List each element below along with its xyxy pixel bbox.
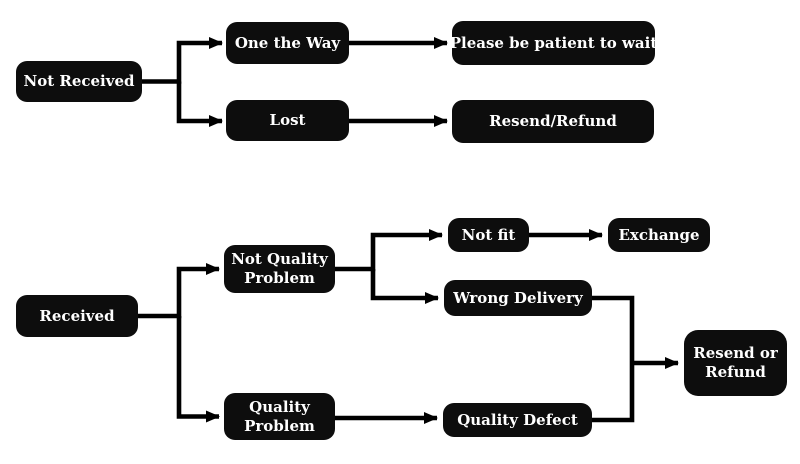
node-label: Please be patient to wait — [449, 33, 658, 52]
edge-quality-defect-to-merge — [592, 363, 635, 423]
node-label: Quality Problem — [244, 397, 315, 435]
node-label: Quality Defect — [457, 410, 578, 429]
node-not-fit: Not fit — [448, 218, 529, 252]
node-wrong-delivery: Wrong Delivery — [444, 280, 592, 316]
node-label: Exchange — [618, 225, 700, 244]
edge-not-received-to-one-the-way — [142, 37, 223, 84]
node-quality-problem: Quality Problem — [224, 393, 335, 440]
node-label: Not fit — [461, 225, 516, 244]
node-received: Received — [16, 295, 138, 337]
edge-not-quality-problem-to-wrong-delivery — [370, 269, 439, 304]
edge-not-received-to-lost — [176, 81, 223, 127]
node-not-quality-problem: Not Quality Problem — [224, 245, 335, 293]
node-label: Lost — [269, 111, 306, 130]
node-label: Not Quality Problem — [231, 250, 328, 287]
edge-wrong-delivery-to-merge — [592, 295, 635, 363]
edge-received-to-quality-problem — [176, 316, 220, 423]
node-resend-or-refund: Resend or Refund — [684, 330, 787, 396]
node-exchange: Exchange — [608, 218, 710, 252]
node-label: Wrong Delivery — [453, 288, 583, 307]
node-label: One the Way — [234, 33, 341, 52]
node-resend-refund: Resend/Refund — [452, 100, 654, 143]
edge-received-to-not-quality-problem — [138, 263, 220, 319]
node-label: Received — [39, 306, 115, 325]
edge-not-quality-problem-to-not-fit — [335, 229, 443, 272]
node-label: Not Received — [23, 72, 135, 91]
node-quality-defect: Quality Defect — [443, 403, 592, 437]
node-not-received: Not Received — [16, 61, 142, 102]
node-one-the-way: One the Way — [226, 22, 349, 64]
node-label: Resend/Refund — [489, 112, 617, 131]
node-label: Resend or Refund — [693, 344, 778, 381]
node-please-be-patient: Please be patient to wait — [449, 21, 658, 65]
node-lost: Lost — [226, 100, 349, 141]
